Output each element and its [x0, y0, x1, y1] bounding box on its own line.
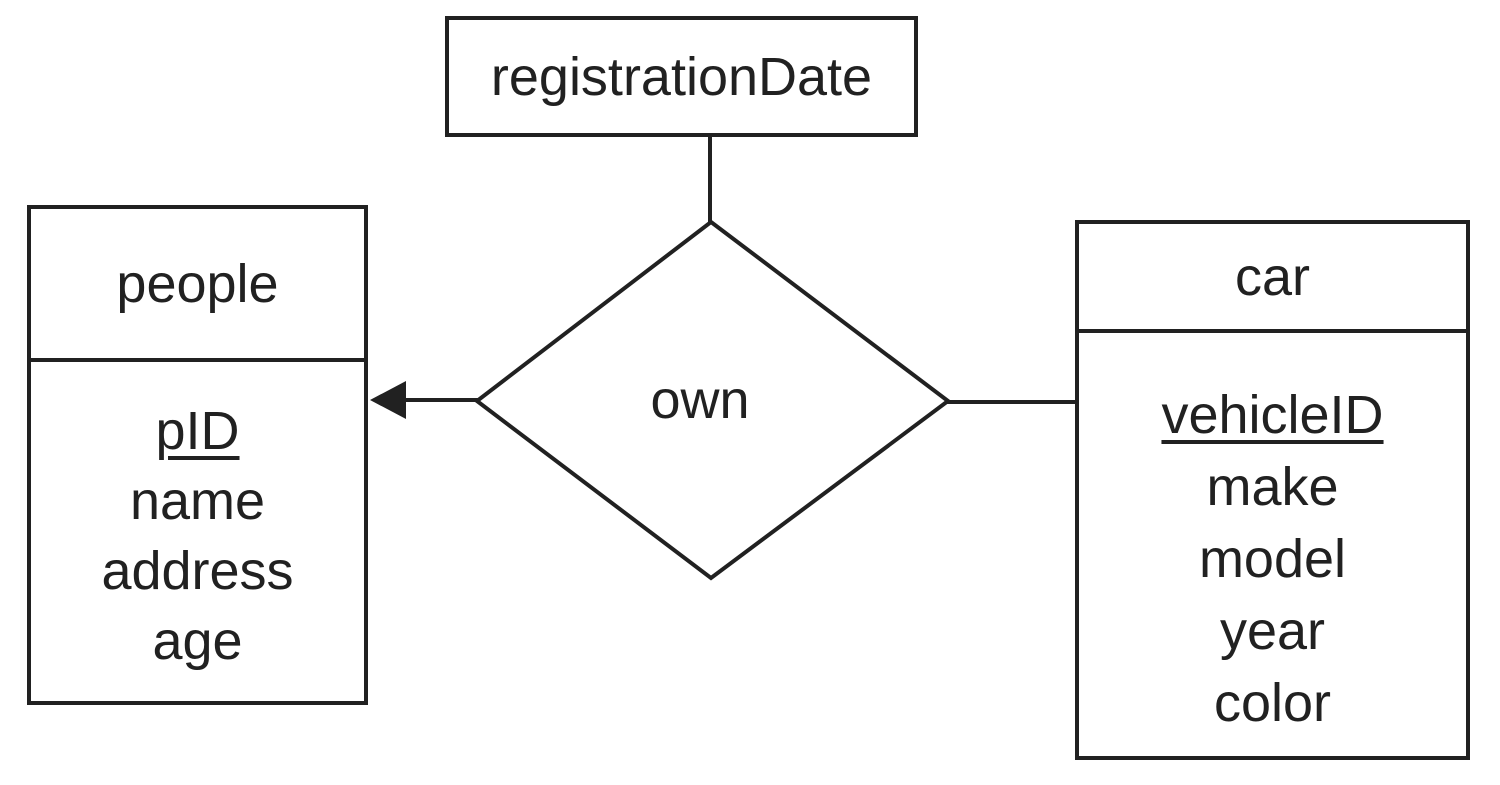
attribute-address: address — [101, 541, 294, 601]
attribute-model: model — [1198, 529, 1347, 589]
entity-car-attributes: vehicleID make model year color — [1079, 333, 1466, 756]
entity-car-name: car — [1234, 246, 1310, 307]
entity-car-header: car — [1079, 224, 1466, 333]
attribute-node-registration-date: registrationDate — [445, 16, 918, 137]
attribute-vehicleid: vehicleID — [1161, 385, 1384, 445]
relationship-label: own — [650, 370, 750, 430]
attribute-pid: pID — [155, 401, 240, 461]
relationship-diamond-shape — [473, 219, 952, 581]
entity-people: people pID name address age — [27, 205, 368, 705]
attribute-year: year — [1219, 601, 1326, 661]
entity-people-header: people — [31, 209, 364, 362]
attribute-age: age — [152, 611, 243, 671]
entity-car: car vehicleID make model year color — [1075, 220, 1470, 760]
attribute-color: color — [1213, 673, 1332, 733]
attribute-name: name — [129, 471, 266, 531]
entity-people-name: people — [116, 253, 279, 314]
attribute-node-label: registrationDate — [490, 46, 873, 107]
attribute-make: make — [1206, 457, 1339, 517]
arrowhead-to-people-icon — [370, 381, 406, 419]
entity-people-attributes: pID name address age — [31, 362, 364, 701]
